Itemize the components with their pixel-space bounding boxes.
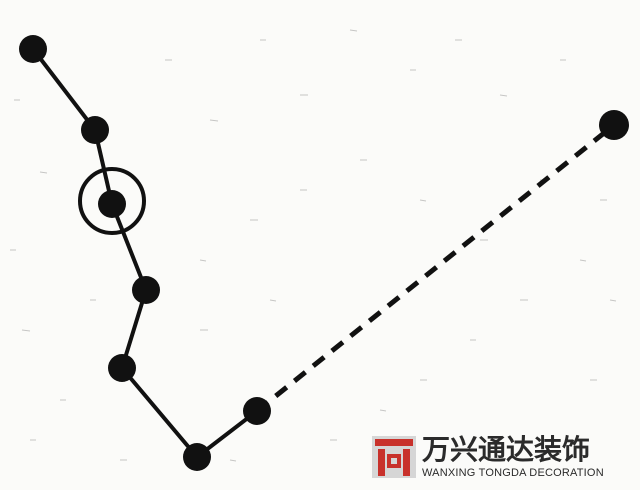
brand-name-chinese: 万兴通达装饰 bbox=[422, 433, 591, 466]
paper-texture bbox=[10, 29, 617, 462]
highlight-ring bbox=[78, 167, 146, 235]
brand-watermark: 万兴通达装饰 WANXING TONGDA DECORATION bbox=[370, 434, 632, 484]
solid-path-line bbox=[31, 47, 259, 459]
path-node-2 bbox=[81, 116, 109, 144]
dashed-path-line bbox=[255, 123, 616, 413]
path-node-end bbox=[599, 110, 629, 140]
path-node-1 bbox=[19, 35, 47, 63]
brand-name-english: WANXING TONGDA DECORATION bbox=[422, 467, 604, 479]
path-node-6 bbox=[183, 443, 211, 471]
path-node-3 bbox=[98, 190, 126, 218]
decoration-logo-icon bbox=[372, 436, 416, 478]
path-node-4 bbox=[132, 276, 160, 304]
path-node-7 bbox=[243, 397, 271, 425]
path-node-5 bbox=[108, 354, 136, 382]
